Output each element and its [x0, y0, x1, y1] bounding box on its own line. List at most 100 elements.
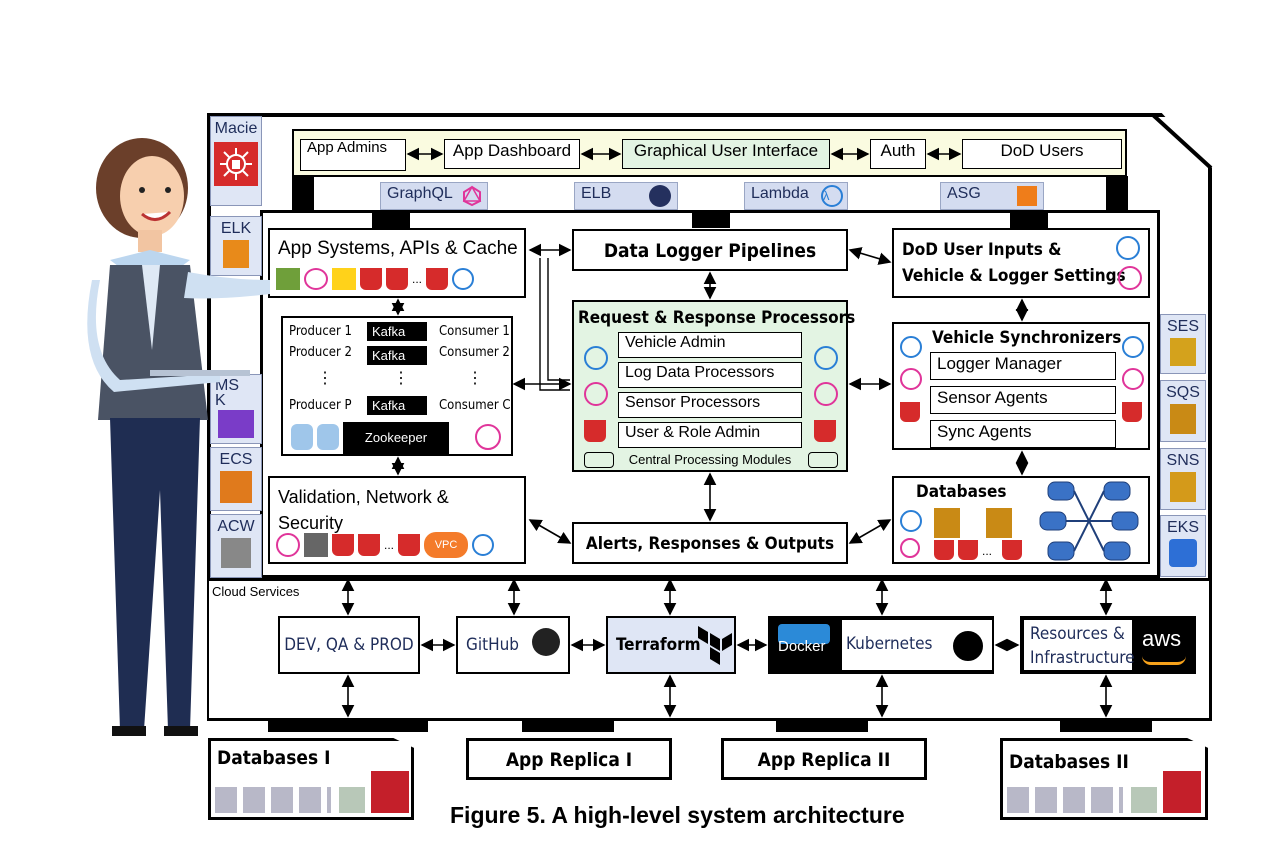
macie-service[interactable]: Macie [210, 116, 262, 206]
sns-icon [1170, 472, 1196, 502]
elb-gateway[interactable]: ELB [574, 182, 678, 210]
auth-box[interactable]: Auth [870, 139, 926, 169]
graphql-icon [900, 538, 920, 558]
lambda-icon [900, 510, 922, 532]
bucket-icon [1002, 540, 1022, 560]
lambda-icon [814, 346, 838, 370]
bucket-icon [426, 268, 449, 290]
kubernetes-helm-icon [950, 628, 986, 664]
kafka-broker: Kafka [367, 396, 427, 415]
ellipsis: ... [982, 544, 993, 558]
asg-icon [1017, 186, 1037, 206]
database-cluster-icon [339, 787, 365, 813]
elb-label: ELB [581, 185, 612, 202]
dev-qa-prod-label: DEV, QA & PROD [284, 635, 414, 655]
github-box[interactable]: GitHub [456, 616, 570, 674]
app-replica-ii-label: App Replica II [757, 749, 891, 771]
vehicle-admin-item[interactable]: Vehicle Admin [618, 332, 802, 358]
ses-label: SES [1166, 318, 1199, 335]
request-response-box[interactable]: Request & Response Processors Vehicle Ad… [572, 300, 855, 472]
post [372, 210, 410, 228]
elb-icon [649, 185, 671, 207]
databases-title: Databases [916, 482, 1007, 502]
consumer-label: Consumer 2 [439, 345, 510, 360]
dod-users-box[interactable]: DoD Users [962, 139, 1122, 169]
zookeeper-box: Zookeeper [343, 422, 449, 454]
asg-gateway[interactable]: ASG [940, 182, 1044, 210]
graphql-icon [1122, 368, 1144, 390]
post [292, 176, 314, 210]
app-admins-box[interactable]: App Admins [300, 139, 406, 171]
consumer-label: Consumer C [439, 398, 511, 413]
docker-kubernetes-box[interactable]: Docker Kubernetes [768, 616, 994, 674]
log-data-processors-item[interactable]: Log Data Processors [618, 362, 802, 388]
asg-label: ASG [947, 185, 981, 202]
app-systems-title: App Systems, APIs & Cache [278, 238, 518, 259]
eks-service[interactable]: EKS [1160, 515, 1206, 577]
app-systems-box[interactable]: App Systems, APIs & Cache ... [268, 228, 526, 298]
dev-qa-prod-box[interactable]: DEV, QA & PROD [278, 616, 420, 674]
request-response-footer: Central Processing Modules [628, 452, 792, 467]
bucket-icon [584, 420, 606, 442]
app-systems-icon-row: ... [276, 268, 475, 290]
app-replica-ii-tab[interactable]: App Replica II [721, 738, 927, 780]
graphql-icon [462, 185, 482, 207]
sensor-agents-item[interactable]: Sensor Agents [930, 386, 1116, 414]
databases-i-tab[interactable]: Databases I [208, 738, 414, 820]
terraform-box[interactable]: Terraform [606, 616, 736, 674]
sync-agents-item[interactable]: Sync Agents [930, 420, 1116, 448]
sns-label: SNS [1166, 452, 1200, 469]
sns-service[interactable]: SNS [1160, 448, 1206, 510]
bucket-icon [814, 420, 836, 442]
chart-icon [332, 268, 356, 290]
lambda-gateway[interactable]: Lambda λ [744, 182, 848, 210]
database-icon [808, 452, 838, 468]
figure-caption: Figure 5. A high-level system architectu… [450, 802, 905, 828]
sensor-processors-item[interactable]: Sensor Processors [618, 392, 802, 418]
data-logger-box[interactable]: Data Logger Pipelines [572, 229, 848, 271]
producer-label: Producer 2 [289, 345, 352, 360]
vehicle-sync-box[interactable]: Vehicle Synchronizers Logger Manager Sen… [892, 322, 1150, 450]
elk-service[interactable]: ELK [210, 216, 262, 276]
databases-ii-tab[interactable]: Databases II [1000, 738, 1208, 820]
post [1010, 210, 1048, 228]
alerts-box[interactable]: Alerts, Responses & Outputs [572, 522, 848, 564]
dod-inputs-line2: Vehicle & Logger Settings [902, 266, 1126, 286]
database-icon [584, 452, 614, 468]
presenter-illustration [87, 138, 270, 736]
app-replica-i-label: App Replica I [505, 749, 633, 771]
kafka-box[interactable]: Producer 1 Producer 2 ⋮ Producer P Kafka… [281, 316, 513, 456]
resources-box[interactable]: Resources & Infrastructure aws [1020, 616, 1196, 674]
gui-box[interactable]: Graphical User Interface [622, 139, 830, 169]
validation-box[interactable]: Validation, Network & Security ... VPC [268, 476, 526, 564]
database-cluster-icon [215, 787, 331, 813]
logger-manager-item[interactable]: Logger Manager [930, 352, 1116, 380]
acw-label: ACW [217, 518, 255, 535]
alerts-label: Alerts, Responses & Outputs [585, 534, 835, 554]
sqs-icon [1170, 404, 1196, 434]
graphql-icon [304, 268, 328, 290]
graphql-gateway[interactable]: GraphQL [380, 182, 488, 210]
ses-service[interactable]: SES [1160, 314, 1206, 374]
post [522, 718, 614, 732]
docker-icon [778, 624, 830, 644]
msk-service[interactable]: MS K [210, 374, 262, 444]
dod-inputs-box[interactable]: DoD User Inputs & Vehicle & Logger Setti… [892, 228, 1150, 298]
sqs-service[interactable]: SQS [1160, 380, 1206, 442]
app-replica-i-tab[interactable]: App Replica I [466, 738, 672, 780]
databases-box[interactable]: Databases ... [892, 476, 1150, 564]
acw-service[interactable]: ACW [210, 514, 262, 578]
ecs-service[interactable]: ECS [210, 447, 262, 511]
ses-icon [1170, 338, 1196, 366]
bucket-icon [900, 402, 920, 422]
app-dashboard-box[interactable]: App Dashboard [444, 139, 580, 169]
ellipsis: ... [384, 538, 395, 552]
bucket-icon [958, 540, 978, 560]
lambda-icon [472, 534, 495, 556]
post [1106, 176, 1128, 210]
user-role-admin-item[interactable]: User & Role Admin [618, 422, 802, 448]
docker-label: Docker [778, 638, 826, 655]
post [692, 210, 730, 228]
vpc-icon: VPC [424, 532, 469, 558]
databases-ii-label: Databases II [1009, 751, 1129, 773]
